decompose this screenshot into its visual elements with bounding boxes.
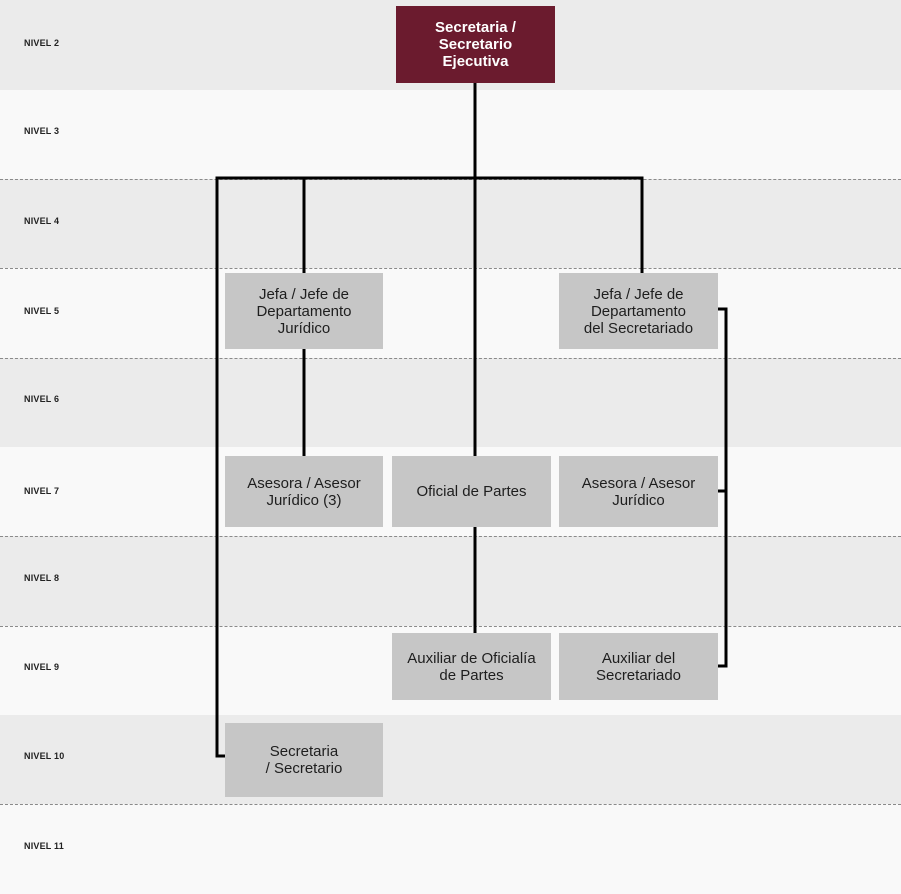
level-band-10 <box>0 715 901 804</box>
level-band-6 <box>0 358 901 447</box>
node-oficial-partes: Oficial de Partes <box>392 456 551 527</box>
level-label: NIVEL 11 <box>24 841 64 851</box>
level-label: NIVEL 7 <box>24 486 60 496</box>
level-label: NIVEL 5 <box>24 306 60 316</box>
level-label: NIVEL 9 <box>24 662 60 672</box>
connector-right-bracket <box>715 307 728 668</box>
level-label: NIVEL 2 <box>24 38 60 48</box>
connector-secretaria <box>215 176 228 758</box>
node-asesor-juridico: Asesora / Asesor Jurídico <box>559 456 718 527</box>
level-band-8 <box>0 536 901 626</box>
level-label: NIVEL 3 <box>24 126 60 136</box>
node-jefe-juridico: Jefa / Jefe de Departamento Jurídico <box>225 273 383 349</box>
node-auxiliar-secretariado: Auxiliar del Secretariado <box>559 633 718 700</box>
node-auxiliar-oficialia: Auxiliar de Oficialía de Partes <box>392 633 551 700</box>
node-secretaria: Secretaria / Secretario <box>225 723 383 797</box>
level-band-3 <box>0 90 901 179</box>
node-secretaria-ejecutiva: Secretaria / Secretario Ejecutiva <box>396 6 555 83</box>
level-band-4 <box>0 179 901 268</box>
level-band-5 <box>0 268 901 358</box>
level-label: NIVEL 4 <box>24 216 60 226</box>
level-label: NIVEL 10 <box>24 751 65 761</box>
node-jefe-secretariado: Jefa / Jefe de Departamento del Secretar… <box>559 273 718 349</box>
level-label: NIVEL 8 <box>24 573 60 583</box>
level-band-11 <box>0 804 901 894</box>
node-asesor-juridico-3: Asesora / Asesor Jurídico (3) <box>225 456 383 527</box>
level-label: NIVEL 6 <box>24 394 60 404</box>
